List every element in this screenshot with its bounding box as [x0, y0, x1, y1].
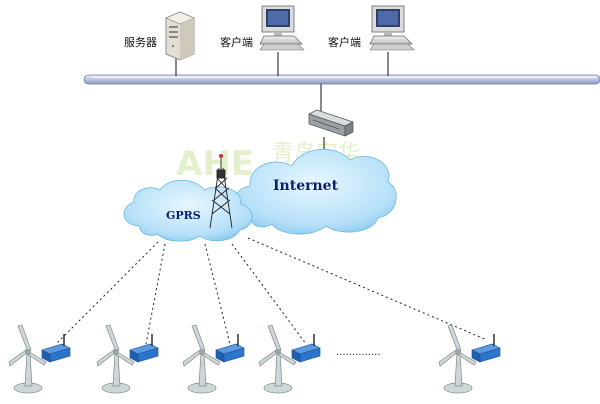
client-label-2: 客户端	[328, 36, 361, 49]
terminal-group	[258, 324, 321, 394]
internet-label: Internet	[273, 178, 339, 194]
computer-icon[interactable]	[369, 5, 415, 51]
wind-turbine-icon	[258, 324, 297, 394]
wind-turbine-icon	[182, 324, 221, 394]
gprs-modem-icon[interactable]	[129, 334, 159, 363]
server-icon[interactable]	[165, 11, 195, 61]
wind-turbine-icon	[438, 324, 477, 394]
internet-cloud	[234, 148, 397, 235]
gprs-label: GPRS	[166, 209, 201, 222]
more-terminals-ellipsis: ··············	[336, 350, 381, 361]
gprs-modem-icon[interactable]	[215, 334, 245, 363]
wind-turbine-icon	[96, 324, 135, 394]
terminal-group	[182, 324, 245, 394]
gprs-modem-icon[interactable]	[291, 334, 321, 363]
gprs-links	[55, 237, 488, 345]
server-label: 服务器	[124, 36, 157, 49]
router-icon[interactable]	[308, 109, 354, 137]
terminal-group	[8, 324, 71, 394]
network-bus	[83, 74, 600, 85]
gprs-modem-icon[interactable]	[471, 334, 501, 363]
computer-icon[interactable]	[259, 5, 305, 51]
gprs-tower-icon	[209, 154, 233, 229]
gprs-modem-icon[interactable]	[41, 334, 71, 363]
terminal-group	[438, 324, 501, 394]
wind-turbine-icon	[8, 324, 47, 394]
terminal-group	[96, 324, 159, 394]
client-label-1: 客户端	[220, 36, 253, 49]
watermark-logo: AHE	[176, 144, 254, 184]
